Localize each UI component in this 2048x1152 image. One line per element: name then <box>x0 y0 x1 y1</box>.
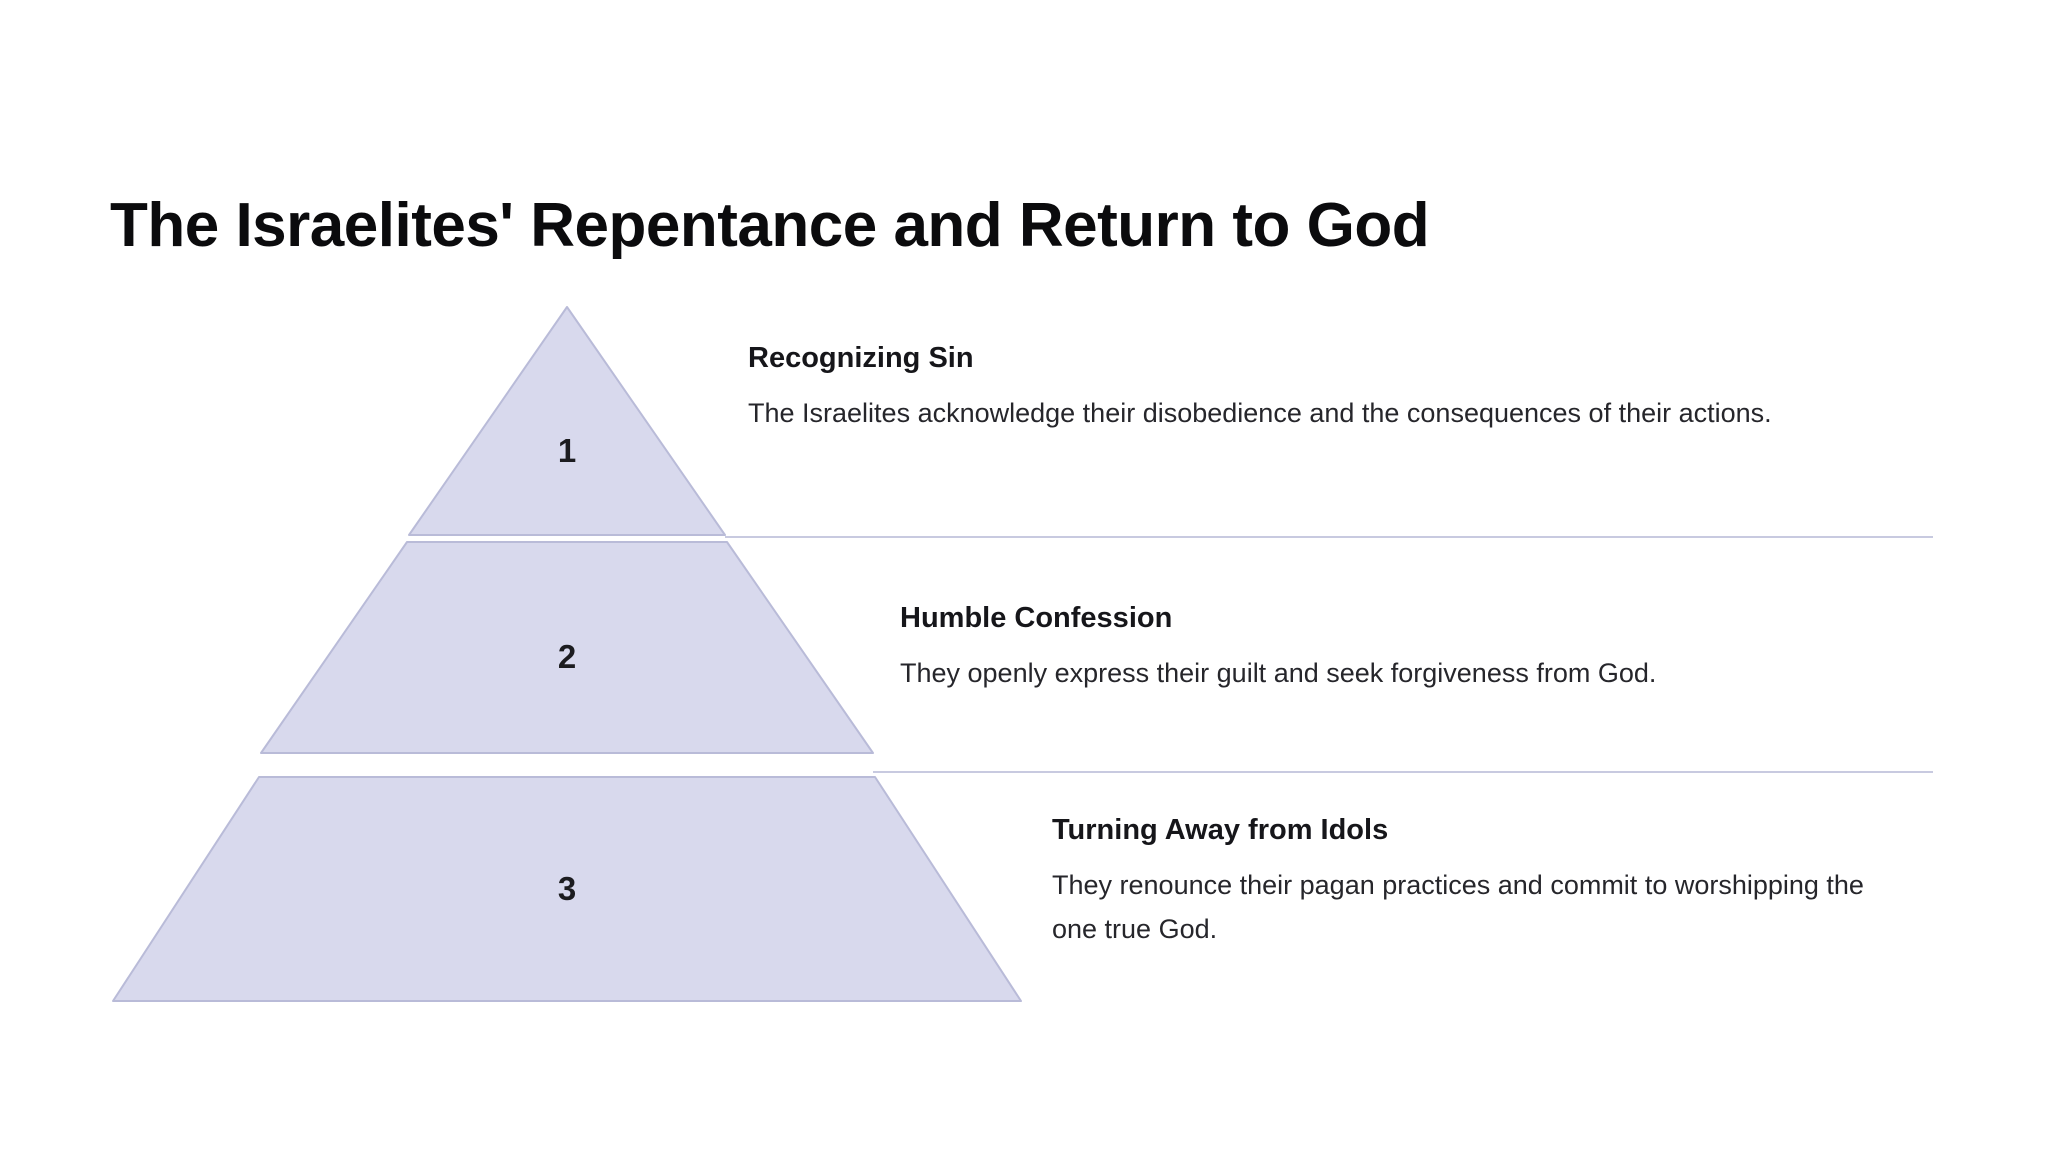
tier-2-description: They openly express their guilt and seek… <box>900 658 1657 689</box>
tier-divider-1 <box>725 536 1933 538</box>
pyramid-tier-3[interactable] <box>112 776 1022 1002</box>
pyramid-tier-2[interactable] <box>260 541 874 754</box>
pyramid-tier-3-number: 3 <box>557 870 577 907</box>
tier-1-content: Recognizing Sin The Israelites acknowled… <box>748 340 1858 436</box>
tier-3-heading: Turning Away from Idols <box>1052 814 1389 846</box>
tier-1-description: The Israelites acknowledge their disobed… <box>748 398 1772 429</box>
tier-3-description: They renounce their pagan practices and … <box>1052 870 1864 944</box>
tier-2-heading: Humble Confession <box>900 602 1173 634</box>
pyramid-tier-2-number: 2 <box>557 638 577 675</box>
tier-divider-2 <box>873 771 1933 773</box>
page-title: The Israelites' Repentance and Return to… <box>110 190 1430 260</box>
tier-3-content: Turning Away from Idols They renounce th… <box>1052 812 1912 952</box>
tier-1-heading: Recognizing Sin <box>748 342 974 374</box>
pyramid-tier-1-number: 1 <box>557 432 577 469</box>
tier-2-content: Humble Confession They openly express th… <box>900 600 1900 696</box>
pyramid-tier-1[interactable] <box>408 306 726 536</box>
